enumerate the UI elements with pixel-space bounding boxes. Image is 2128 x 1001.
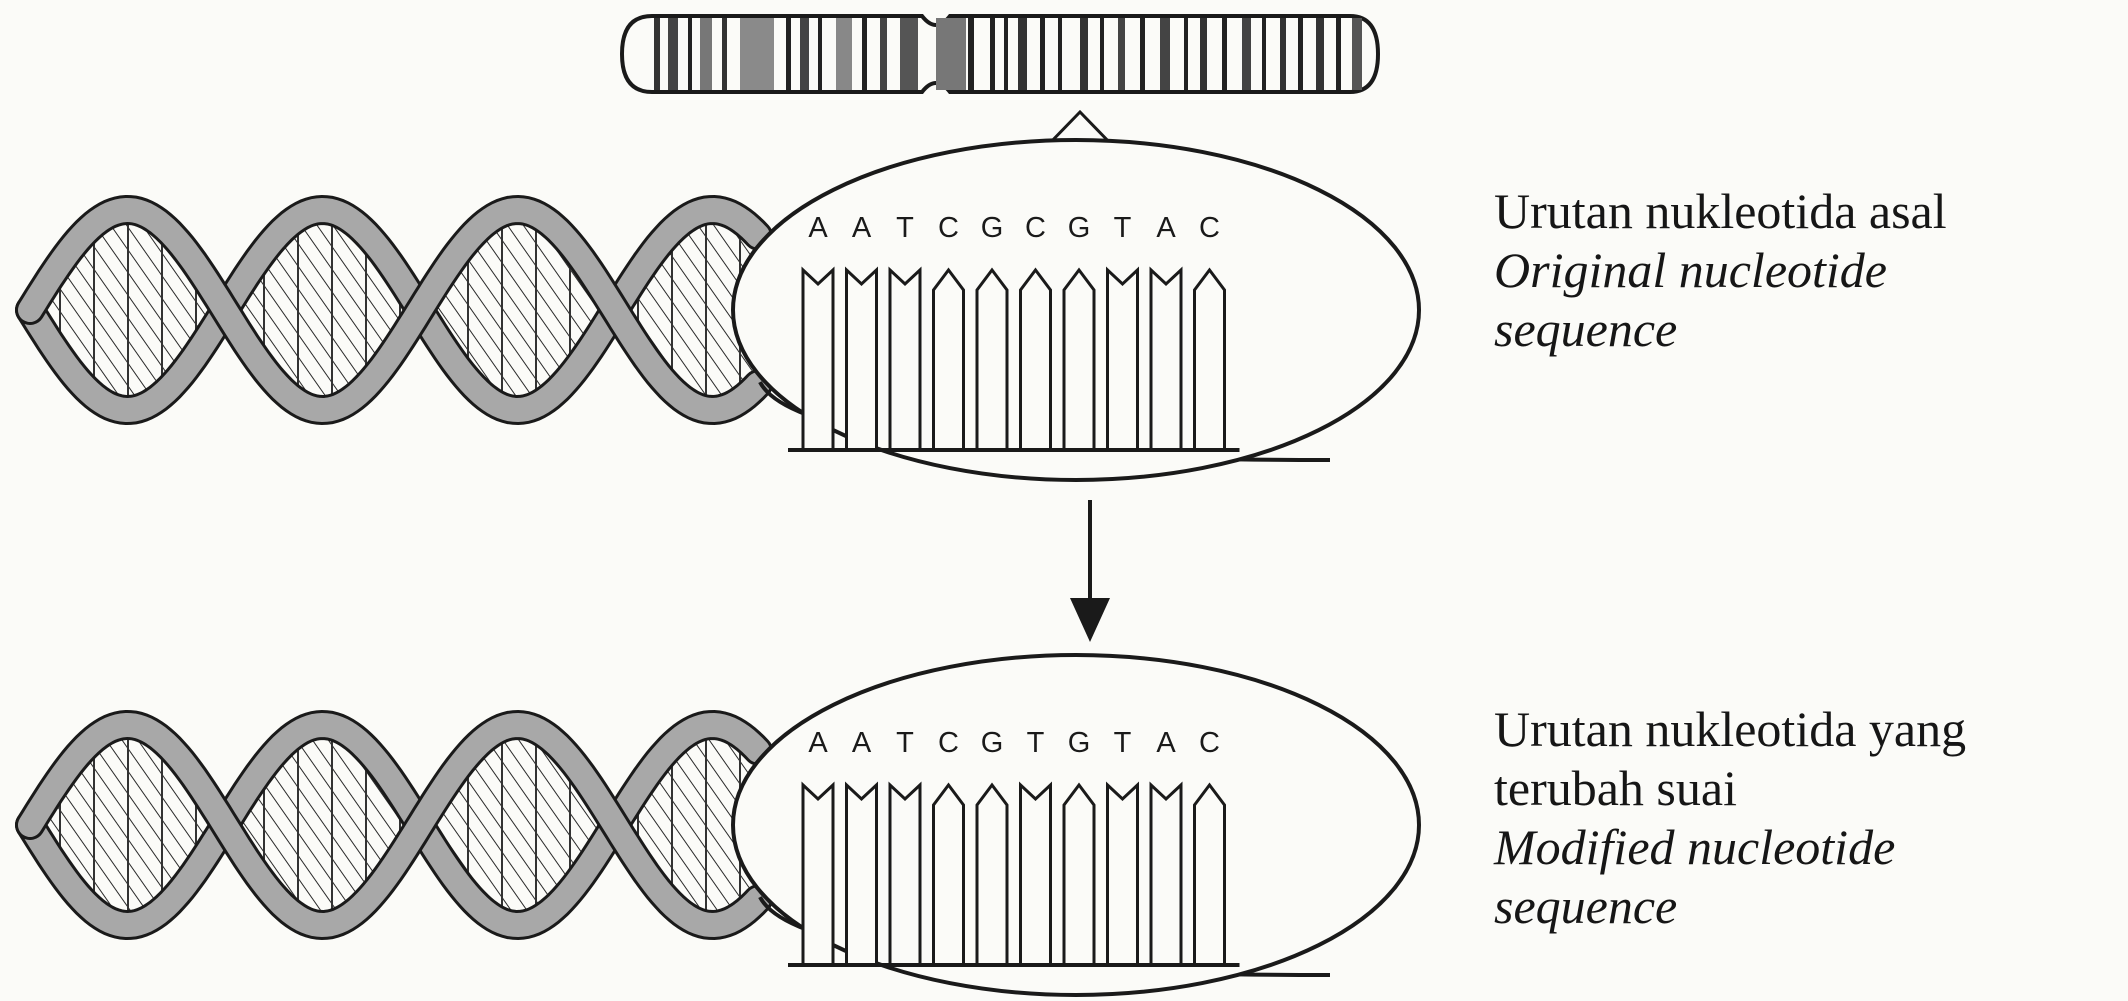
nucleotide-base: A	[852, 727, 872, 759]
base-pair-rung	[977, 270, 1007, 448]
base-pair-rung	[934, 785, 964, 963]
nucleotide-base: C	[1025, 212, 1046, 244]
chromosome-band	[1080, 18, 1088, 90]
chromosome-band	[990, 18, 995, 90]
chromosome-band	[722, 18, 727, 90]
base-pair-rung	[803, 785, 833, 963]
chromosome-band	[1160, 18, 1170, 90]
nucleotide-base: G	[981, 212, 1004, 244]
base-pair-rung	[890, 270, 920, 448]
chromosome-band	[1058, 18, 1062, 90]
chromosome-band	[1352, 18, 1362, 90]
chromosome-band	[862, 18, 867, 90]
chromosome-band	[1262, 18, 1266, 90]
chromosome-band	[818, 18, 822, 90]
base-pair-rung	[1021, 785, 1051, 963]
base-pair-rung	[1195, 270, 1225, 448]
caption-original-en-line: Original nucleotide	[1494, 241, 1947, 300]
nucleotide-base: G	[1068, 212, 1091, 244]
caption-original-en-line: sequence	[1494, 300, 1947, 359]
caption-modified-en-line: Modified nucleotide	[1494, 818, 1966, 877]
caption-original: Urutan nukleotida asal Original nucleoti…	[1494, 182, 1947, 359]
chromosome-band	[1118, 18, 1125, 90]
chromosome-band	[654, 18, 660, 90]
chromosome-band	[700, 18, 712, 90]
nucleotide-base: T	[1114, 212, 1132, 244]
nucleotide-base: A	[1156, 727, 1176, 759]
chromosome-band	[800, 18, 809, 90]
chromosome-band	[1222, 18, 1227, 90]
nucleotide-base: A	[808, 727, 828, 759]
base-pair-rung	[847, 785, 877, 963]
caption-modified-en-line: sequence	[1494, 877, 1966, 936]
chromosome-band	[1200, 18, 1207, 90]
base-pair-rung	[1064, 785, 1094, 963]
chromosome-band	[740, 18, 774, 90]
down-arrow-icon	[1070, 500, 1110, 642]
base-pair-rung	[1151, 785, 1181, 963]
base-pair-rung	[977, 785, 1007, 963]
caption-modified-ms-line: terubah suai	[1494, 759, 1966, 818]
chromosome-band	[688, 18, 692, 90]
chromosome-band	[1040, 18, 1045, 90]
base-pair-rung	[847, 270, 877, 448]
base-pair-rung	[1064, 270, 1094, 448]
nucleotide-base: C	[1199, 212, 1220, 244]
caption-modified: Urutan nukleotida yang terubah suai Modi…	[1494, 700, 1966, 936]
chromosome-band	[1336, 18, 1341, 90]
nucleotide-base: A	[852, 212, 872, 244]
chromosome-band	[968, 18, 974, 90]
chromosome-band	[900, 18, 918, 90]
chromosome-band	[936, 18, 966, 90]
chromosome-band	[1280, 18, 1286, 90]
nucleotide-base: T	[1027, 727, 1045, 759]
chromosome-band	[668, 18, 678, 90]
base-pair-rung	[934, 270, 964, 448]
base-pair-rung	[890, 785, 920, 963]
nucleotide-base: T	[1114, 727, 1132, 759]
chromosome	[622, 16, 1378, 92]
chromosome-band	[1018, 18, 1027, 90]
base-pair-rung	[1108, 785, 1138, 963]
chromosome-band	[1242, 18, 1251, 90]
chromosome-band	[786, 18, 791, 90]
chromosome-band	[1298, 18, 1303, 90]
base-pair-rung	[1021, 270, 1051, 448]
base-pair-rung	[1108, 270, 1138, 448]
nucleotide-base: T	[896, 727, 914, 759]
chromosome-band	[1184, 18, 1188, 90]
base-pair-rung	[1151, 270, 1181, 448]
nucleotide-base: G	[981, 727, 1004, 759]
nucleotide-base: G	[1068, 727, 1091, 759]
chromosome-band	[1100, 18, 1104, 90]
chromosome-band	[1004, 18, 1008, 90]
nucleotide-base: T	[896, 212, 914, 244]
chromosome-band	[836, 18, 852, 90]
chromosome-band	[1140, 18, 1145, 90]
base-pair-rung	[803, 270, 833, 448]
nucleotide-base: C	[938, 727, 959, 759]
nucleotide-base: A	[1156, 212, 1176, 244]
nucleotide-base: C	[938, 212, 959, 244]
base-pair-rung	[1195, 785, 1225, 963]
chromosome-band	[880, 18, 887, 90]
caption-modified-ms-line: Urutan nukleotida yang	[1494, 700, 1966, 759]
nucleotide-base: C	[1199, 727, 1220, 759]
chromosome-band	[1316, 18, 1324, 90]
caption-original-ms-line: Urutan nukleotida asal	[1494, 182, 1947, 241]
nucleotide-base: A	[808, 212, 828, 244]
